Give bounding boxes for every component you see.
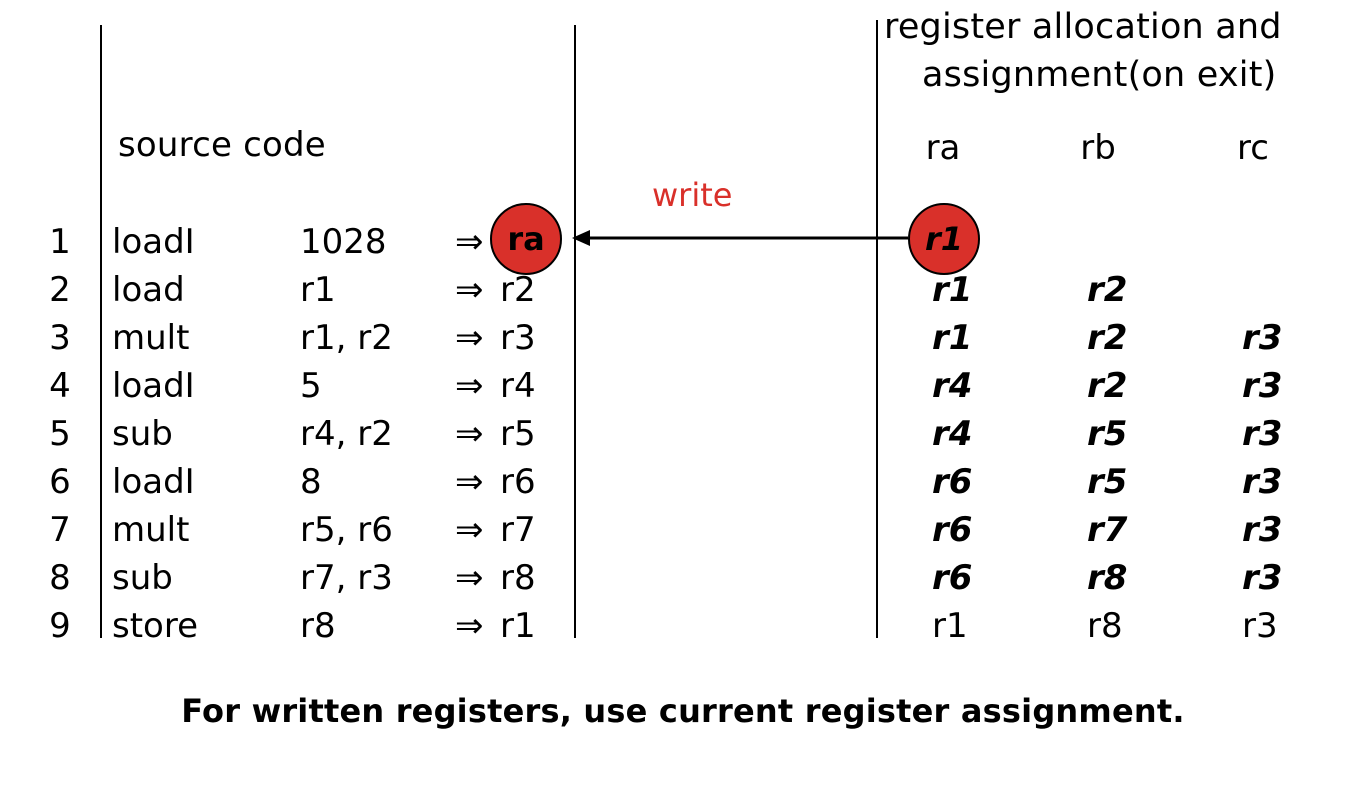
register-allocation-cell-rb: r2	[1087, 270, 1128, 310]
source-code-row: 4 loadI 5 ⇒ r4	[0, 366, 600, 414]
register-allocation-cell-rc: r3	[1242, 462, 1283, 502]
source-code-opcode: sub	[112, 414, 173, 454]
source-code-operands: 5	[300, 366, 322, 406]
register-allocation-cell-ra: r1	[932, 606, 968, 646]
register-allocation-row: r6 r5 r3	[0, 462, 1366, 510]
register-allocation-cell-rb: r2	[1087, 366, 1128, 406]
register-allocation-row: r1 r2	[0, 270, 1366, 318]
register-allocation-cell-rb: r5	[1087, 462, 1128, 502]
source-code-opcode: load	[112, 270, 185, 310]
source-code-line-number: 9	[49, 606, 71, 646]
source-code-line-number: 7	[49, 510, 71, 550]
source-code-row: 9 store r8 ⇒ r1	[0, 606, 600, 654]
register-allocation-cell-ra: r6	[932, 462, 973, 502]
register-allocation-cell-ra: r1	[932, 318, 973, 358]
source-code-row: 1 loadI 1028 ⇒	[0, 222, 600, 270]
source-code-operands: 8	[300, 462, 322, 502]
source-code-opcode: mult	[112, 510, 190, 550]
source-code-operands: r1	[300, 270, 336, 310]
divider-line-left	[100, 25, 102, 638]
source-code-line-number: 5	[49, 414, 71, 454]
source-code-row: 5 sub r4, r2 ⇒ r5	[0, 414, 600, 462]
register-allocation-cell-ra: r6	[932, 558, 973, 598]
source-code-operands: 1028	[300, 222, 387, 262]
divider-line-middle	[574, 25, 576, 638]
source-code-row: 6 loadI 8 ⇒ r6	[0, 462, 600, 510]
source-code-destination: r7	[500, 510, 536, 550]
alloc-column-header-ra: ra	[925, 128, 961, 168]
source-code-row: 2 load r1 ⇒ r2	[0, 270, 600, 318]
source-code-row: 8 sub r7, r3 ⇒ r8	[0, 558, 600, 606]
source-code-line-number: 4	[49, 366, 71, 406]
double-arrow-icon: ⇒	[455, 510, 484, 550]
highlight-circle-allocation-r1: r1	[908, 203, 980, 275]
source-code-line-number: 8	[49, 558, 71, 598]
alloc-column-header-rb: rb	[1080, 128, 1116, 168]
source-code-opcode: loadI	[112, 366, 195, 406]
source-code-operands: r7, r3	[300, 558, 393, 598]
register-allocation-row: r6 r7 r3	[0, 510, 1366, 558]
source-code-operands: r8	[300, 606, 336, 646]
register-allocation-cell-rc: r3	[1242, 414, 1283, 454]
write-arrow-label: write	[652, 176, 733, 214]
source-code-operands: r5, r6	[300, 510, 393, 550]
register-allocation-cell-rb: r8	[1087, 606, 1123, 646]
double-arrow-icon: ⇒	[455, 462, 484, 502]
register-allocation-cell-rb: r7	[1087, 510, 1128, 550]
write-arrow	[572, 230, 908, 246]
source-code-line-number: 1	[49, 222, 71, 262]
source-code-destination: r2	[500, 270, 536, 310]
source-code-destination: r8	[500, 558, 536, 598]
slide-caption: For written registers, use current regis…	[181, 692, 1185, 730]
register-allocation-row: r4 r2 r3	[0, 366, 1366, 414]
register-allocation-cell-rc: r3	[1242, 558, 1283, 598]
register-allocation-cell-ra: r6	[932, 510, 973, 550]
register-allocation-row: r1 r2 r3	[0, 318, 1366, 366]
source-code-operands: r4, r2	[300, 414, 393, 454]
highlight-circle-destination-ra: ra	[490, 203, 562, 275]
source-code-destination: r1	[500, 606, 536, 646]
source-code-line-number: 3	[49, 318, 71, 358]
double-arrow-icon: ⇒	[455, 558, 484, 598]
register-allocation-cell-rc: r3	[1242, 510, 1283, 550]
source-code-destination: r4	[500, 366, 536, 406]
register-allocation-cell-ra: r1	[932, 270, 973, 310]
double-arrow-icon: ⇒	[455, 270, 484, 310]
source-code-row: 3 mult r1, r2 ⇒ r3	[0, 318, 600, 366]
register-allocation-row: r4 r5 r3	[0, 414, 1366, 462]
source-code-opcode: loadI	[112, 222, 195, 262]
register-allocation-title-line1: register allocation and	[884, 7, 1282, 47]
divider-line-right	[876, 20, 878, 638]
source-code-destination: r5	[500, 414, 536, 454]
source-code-opcode: store	[112, 606, 198, 646]
source-code-line-number: 2	[49, 270, 71, 310]
double-arrow-icon: ⇒	[455, 318, 484, 358]
register-allocation-cell-rc: r3	[1242, 606, 1278, 646]
register-allocation-title-line2: assignment(on exit)	[922, 55, 1277, 95]
register-allocation-cell-rc: r3	[1242, 318, 1283, 358]
register-allocation-row: r1 r8 r3	[0, 606, 1366, 654]
source-code-heading: source code	[118, 125, 326, 165]
source-code-opcode: mult	[112, 318, 190, 358]
double-arrow-icon: ⇒	[455, 606, 484, 646]
register-allocation-cell-ra: r4	[932, 414, 973, 454]
register-allocation-cell-rb: r8	[1087, 558, 1128, 598]
register-allocation-row: r6 r8 r3	[0, 558, 1366, 606]
register-allocation-cell-rc: r3	[1242, 366, 1283, 406]
source-code-destination: r3	[500, 318, 536, 358]
register-allocation-cell-rb: r5	[1087, 414, 1128, 454]
source-code-row: 7 mult r5, r6 ⇒ r7	[0, 510, 600, 558]
register-allocation-cell-rb: r2	[1087, 318, 1128, 358]
alloc-column-header-rc: rc	[1237, 128, 1269, 168]
double-arrow-icon: ⇒	[455, 414, 484, 454]
source-code-line-number: 6	[49, 462, 71, 502]
source-code-destination: r6	[500, 462, 536, 502]
source-code-opcode: loadI	[112, 462, 195, 502]
register-allocation-cell-ra: r4	[932, 366, 973, 406]
double-arrow-icon: ⇒	[455, 366, 484, 406]
source-code-opcode: sub	[112, 558, 173, 598]
double-arrow-icon: ⇒	[455, 222, 484, 262]
source-code-operands: r1, r2	[300, 318, 393, 358]
